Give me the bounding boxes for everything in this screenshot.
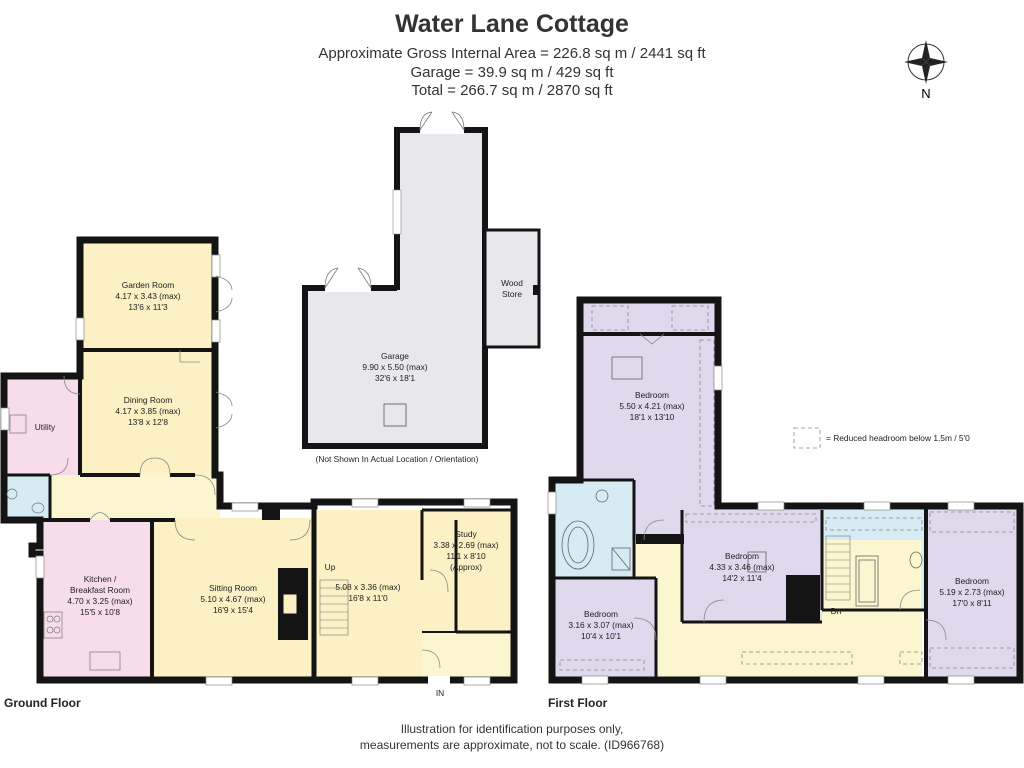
study-imperial: 11'1 x 8'10	[446, 551, 486, 561]
lounge-imperial: 16'8 x 11'0	[348, 593, 388, 603]
middle-bedroom-imperial: 14'2 x 11'4	[722, 573, 762, 583]
main-bedroom-imperial: 18'1 x 13'10	[630, 412, 675, 422]
right-bedroom-dims: 5.19 x 2.73 (max)	[939, 587, 1004, 597]
dining-room-label: Dining Room	[124, 395, 172, 405]
reduced-headroom-legend-text: = Reduced headroom below 1.5m / 5'0	[826, 433, 970, 443]
garage-block	[302, 111, 541, 449]
sitting-room-label: Sitting Room	[209, 583, 257, 593]
entrance-label: IN	[436, 688, 444, 698]
small-bedroom-imperial: 10'4 x 10'1	[581, 631, 621, 641]
middle-bedroom-dims: 4.33 x 3.46 (max)	[709, 562, 774, 572]
utility-label: Utility	[35, 422, 56, 432]
wood-store-label-2: Store	[502, 289, 522, 299]
plan-title: Water Lane Cottage	[395, 10, 629, 38]
ground-floor-plan	[0, 236, 518, 686]
total-area-text: Total = 266.7 sq m / 2870 sq ft	[411, 82, 613, 99]
middle-bedroom-label: Bedroom	[725, 551, 759, 561]
small-bedroom-dims: 3.16 x 3.07 (max)	[568, 620, 633, 630]
kitchen-imperial: 15'5 x 10'8	[80, 607, 120, 617]
compass-icon	[904, 40, 948, 84]
sitting-room-dims: 5.10 x 4.67 (max)	[200, 594, 265, 604]
small-bedroom-label: Bedroom	[584, 609, 618, 619]
reduced-headroom-legend-swatch	[793, 427, 821, 449]
garage-label: Garage	[381, 351, 409, 361]
right-bedroom-imperial: 17'0 x 8'11	[952, 598, 992, 608]
north-label: N	[921, 86, 930, 101]
wood-store-label-1: Wood	[501, 278, 523, 288]
kitchen-label-2: Breakfast Room	[70, 585, 130, 595]
ground-floor-label: Ground Floor	[4, 696, 81, 710]
kitchen-label-1: Kitchen /	[84, 574, 117, 584]
garage-area-text: Garage = 39.9 sq m / 429 sq ft	[410, 64, 614, 81]
study-dims: 3.38 x 2.69 (max)	[433, 540, 498, 550]
garden-room-dims: 4.17 x 3.43 (max)	[115, 291, 180, 301]
study-label: Study	[455, 529, 477, 539]
stair-down-label: Dn	[831, 606, 842, 616]
first-floor-plan	[547, 296, 1024, 685]
disclaimer-line-1: Illustration for identification purposes…	[400, 722, 624, 736]
garage-location-note: (Not Shown In Actual Location / Orientat…	[316, 454, 479, 464]
dining-room-dims: 4.17 x 3.85 (max)	[115, 406, 180, 416]
dining-room-imperial: 13'8 x 12'8	[128, 417, 168, 427]
garden-room-imperial: 13'6 x 11'3	[128, 302, 168, 312]
garage-dims: 9.90 x 5.50 (max)	[362, 362, 427, 372]
disclaimer-line-2: measurements are approximate, not to sca…	[359, 738, 665, 752]
garage-imperial: 32'6 x 18'1	[375, 373, 415, 383]
main-bedroom-dims: 5.50 x 4.21 (max)	[619, 401, 684, 411]
main-bedroom-label: Bedroom	[635, 390, 669, 400]
study-approx: (Approx)	[450, 562, 482, 572]
kitchen-dims: 4.70 x 3.25 (max)	[67, 596, 132, 606]
garden-room-label: Garden Room	[122, 280, 175, 290]
gross-area-text: Approximate Gross Internal Area = 226.8 …	[318, 45, 706, 62]
first-floor-label: First Floor	[548, 696, 608, 710]
right-bedroom-label: Bedroom	[955, 576, 989, 586]
lounge-dims: 5.08 x 3.36 (max)	[335, 582, 400, 592]
sitting-room-imperial: 16'9 x 15'4	[213, 605, 253, 615]
stair-up-label: Up	[325, 562, 336, 572]
